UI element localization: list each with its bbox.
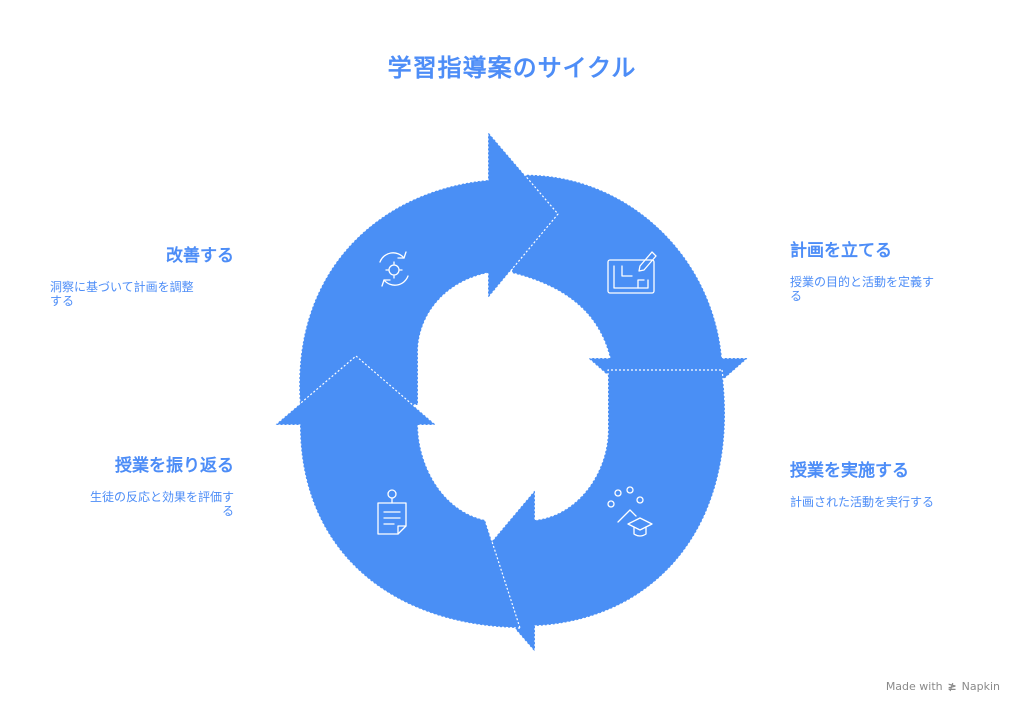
step-implement-description: 計画された活動を実行する [790, 495, 935, 509]
footer-credit: Made with ≱ Napkin [886, 680, 1000, 693]
feedback-note-icon [377, 489, 407, 535]
step-improve-description-line2: する [50, 294, 75, 308]
cycle-segment-improve [298, 131, 559, 406]
step-plan-description: 授業の目的と活動を定義す る [790, 275, 980, 303]
step-reflect-heading: 授業を振り返る [115, 456, 234, 476]
footer-made-with: Made with [885, 680, 943, 693]
step-reflect: 授業を振り返る 生徒の反応と効果を評価す る [44, 455, 234, 518]
step-plan-description-line2: る [790, 289, 803, 303]
step-improve: 改善する 洞察に基づいて計画を調整 する [44, 245, 234, 308]
footer-brand: Napkin [961, 680, 1000, 693]
step-plan-description-line1: 授業の目的と活動を定義す [790, 275, 935, 289]
step-improve-description: 洞察に基づいて計画を調整 する [44, 280, 234, 308]
step-improve-heading: 改善する [166, 246, 234, 266]
step-implement-heading: 授業を実施する [790, 461, 909, 481]
step-improve-description-line1: 洞察に基づいて計画を調整 [50, 280, 194, 294]
step-reflect-description-line2: る [221, 504, 234, 518]
cycle-segment-implement [465, 369, 726, 653]
cycle-segment-plan [511, 174, 749, 429]
step-plan: 計画を立てる 授業の目的と活動を定義す る [790, 240, 980, 303]
step-reflect-description: 生徒の反応と効果を評価す る [44, 490, 234, 518]
step-plan-heading: 計画を立てる [790, 241, 892, 261]
step-implement: 授業を実施する 計画された活動を実行する [790, 460, 990, 509]
cycle-segment-reflect [274, 355, 521, 629]
graduation-cap-icon [607, 486, 653, 537]
blueprint-pencil-icon [607, 251, 657, 294]
napkin-logo-icon: ≱ [947, 680, 957, 693]
step-reflect-description-line1: 生徒の反応と効果を評価す [89, 490, 234, 504]
refresh-gear-icon [379, 251, 409, 287]
page-title: 学習指導案のサイクル [387, 54, 637, 82]
